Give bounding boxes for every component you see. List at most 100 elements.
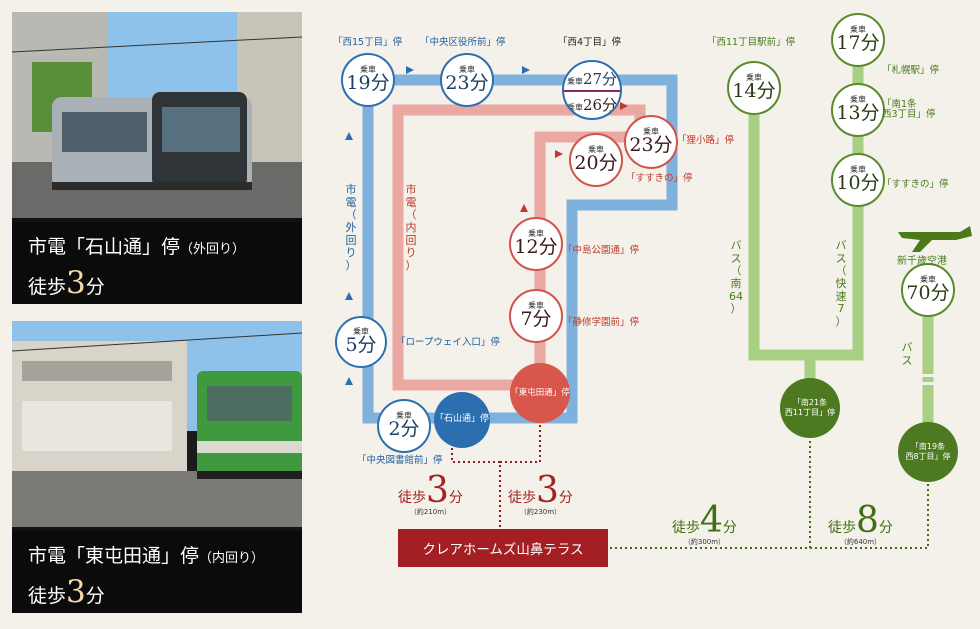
stop-label-chuoku: 「中央区役所前」停	[420, 37, 506, 48]
direction-arrows	[345, 66, 530, 385]
walk-distance: （約300m）	[683, 538, 726, 546]
ride-label: 乗車	[588, 145, 604, 155]
ride-label: 乗車	[528, 229, 544, 239]
bus-rapid-route	[810, 40, 864, 361]
station-ishiyama: 「石山通」停	[434, 392, 490, 448]
ride-minutes: 13分	[836, 102, 880, 125]
caption-walk-unit: 分	[85, 276, 105, 298]
walk-unit: 分	[878, 520, 893, 536]
caption-stop: 「東屯田通」停	[66, 545, 200, 567]
caption-line: 市電	[28, 236, 67, 258]
ride-minutes: 23分	[445, 72, 489, 95]
ride-label: 乗車	[353, 327, 369, 337]
destination-box: クレアホームズ山鼻テラス	[398, 529, 608, 567]
ride-minutes: 14分	[732, 80, 776, 103]
caption-direction: （外回り）	[180, 242, 246, 257]
ride-label: 乗車	[360, 65, 376, 75]
route-label-busrapid: バ ス （ 快 速 7 ）	[835, 239, 847, 328]
walk-ishiyama: 徒歩3分 （約210m）	[398, 470, 463, 517]
ride-label: 乗車	[643, 127, 659, 137]
route-label-outer: 市 電 （ 外 回 り ）	[345, 183, 357, 272]
ride-label: 乗車	[920, 275, 936, 285]
walk-text: 徒歩	[508, 490, 536, 506]
caption-walk-unit: 分	[85, 585, 105, 607]
nishi4-outer: 乗車27分	[564, 68, 620, 89]
ride-label: 乗車	[566, 103, 583, 112]
bus-64-route	[748, 88, 816, 410]
stop-label-nakajima: 「中島公園通」停	[563, 245, 640, 256]
walk-unit: 分	[558, 490, 573, 506]
ride-label: 乗車	[396, 411, 412, 421]
ride-minutes: 12分	[514, 236, 558, 259]
ride-minutes: 27分	[582, 70, 618, 88]
walk-unit: 分	[448, 490, 463, 506]
stop-label-minami1: 「南1条 西3丁目」停	[882, 99, 936, 121]
walk-distance: （約230m）	[519, 508, 562, 516]
caption-direction: （内回り）	[199, 551, 265, 566]
caption-stop-line: 市電「東屯田通」停（内回り）	[28, 541, 302, 568]
ride-label: 乗車	[850, 165, 866, 175]
walk-text: 徒歩	[398, 490, 426, 506]
nishi4-inner: 乗車26分	[564, 94, 620, 115]
stop-label-ropeway: 「ロープウェイ入口」停	[396, 337, 500, 348]
ride-label: 乗車	[850, 95, 866, 105]
tram-photo-silver	[12, 12, 302, 222]
walk-higashi: 徒歩3分 （約230m）	[508, 470, 573, 517]
walk-minami21: 徒歩4分 （約300m）	[672, 500, 737, 547]
ride-minutes: 70分	[906, 282, 950, 305]
station-higashi: 「東屯田通」停	[510, 363, 570, 423]
airplane-icon	[898, 226, 972, 252]
ride-label: 乗車	[528, 301, 544, 311]
ride-label: 乗車	[566, 77, 583, 86]
photo-caption: 市電「東屯田通」停（内回り） 徒歩3分	[12, 527, 302, 613]
caption-stop-line: 市電「石山通」停（外回り）	[28, 232, 302, 259]
ride-minutes: 2分	[388, 418, 420, 441]
ride-minutes: 23分	[629, 134, 673, 157]
ride-minutes: 26分	[582, 96, 618, 114]
stop-label-susukino-bus: 「すすきの」停	[882, 179, 949, 190]
stop-label-nishi15: 「西15丁目」停	[333, 37, 403, 48]
ride-label: 乗車	[746, 73, 762, 83]
stop-label-sapporo: 「札幌駅」停	[882, 65, 940, 76]
stop-label-nishi11eki: 「西11丁目駅前」停	[707, 37, 796, 48]
walk-minami19: 徒歩8分 （約640m）	[828, 500, 893, 547]
ride-minutes: 5分	[345, 334, 377, 357]
caption-walk-text: 徒歩	[28, 276, 67, 298]
stop-label-susukino-tram: 「すすきの」停	[626, 173, 693, 184]
ride-label: 乗車	[850, 25, 866, 35]
stop-label-toshokan: 「中央図書館前」停	[357, 455, 443, 466]
ride-minutes: 17分	[836, 32, 880, 55]
route-label-inner: 市 電 （ 内 回 り ）	[405, 183, 417, 272]
stop-node-nishi4: 乗車27分乗車26分	[562, 60, 622, 120]
stop-label-nishi4: 「西4丁目」停	[558, 37, 622, 48]
tram-inner-route	[392, 104, 646, 391]
photo-caption: 市電「石山通」停（外回り） 徒歩3分	[12, 218, 302, 304]
caption-walk-num: 3	[66, 574, 86, 610]
caption-stop: 「石山通」停	[66, 236, 181, 258]
ride-minutes: 7分	[520, 308, 552, 331]
route-label-bus64: バ ス （ 南 64 ）	[729, 239, 743, 316]
walk-distance: （約640m）	[839, 538, 882, 546]
station-minami21: 「南21条 西11丁目」停	[780, 378, 840, 438]
walk-num: 3	[536, 470, 559, 511]
walk-num: 3	[426, 470, 449, 511]
caption-line: 市電	[28, 545, 67, 567]
walk-num: 8	[856, 500, 879, 541]
nishi4-divider	[564, 90, 620, 92]
stop-label-tanuki: 「狸小路」停	[677, 135, 735, 146]
caption-walk-num: 3	[66, 265, 86, 301]
walk-paths	[451, 405, 929, 549]
station-minami19: 「南19条 西8丁目」停	[898, 422, 958, 482]
photo-card-ishiyama: 市電「石山通」停（外回り） 徒歩3分	[12, 12, 302, 304]
tram-photo-green	[12, 321, 302, 531]
